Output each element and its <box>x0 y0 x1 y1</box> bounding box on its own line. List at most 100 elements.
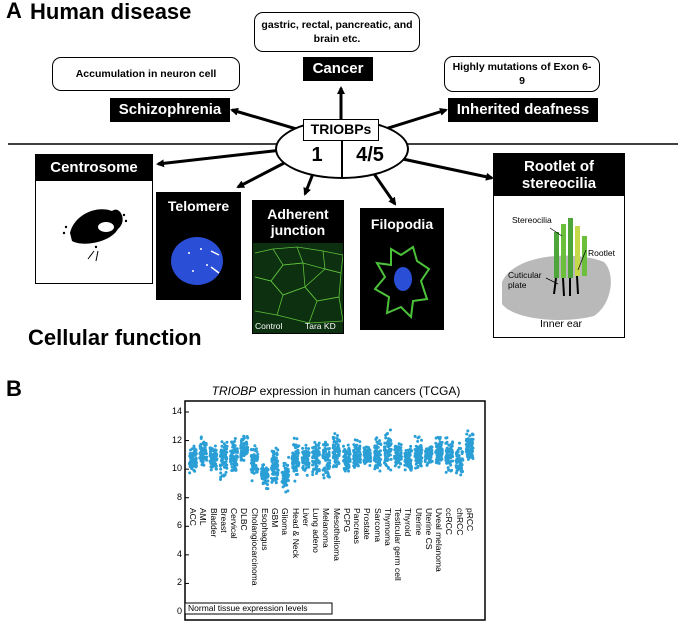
tara-kd-label: Tara KD <box>305 321 336 331</box>
data-point <box>233 439 237 443</box>
data-point <box>322 476 326 480</box>
data-point <box>271 462 275 466</box>
arrow-centrosome <box>156 148 283 168</box>
data-point <box>317 446 321 450</box>
data-point <box>321 473 325 477</box>
data-point <box>455 452 459 456</box>
data-point <box>424 449 428 453</box>
data-point <box>295 469 299 473</box>
data-point <box>469 447 473 451</box>
data-point <box>373 464 377 468</box>
data-point <box>335 463 339 467</box>
data-point <box>332 436 336 440</box>
data-point <box>202 463 206 467</box>
data-point <box>344 449 348 453</box>
data-point <box>362 460 366 464</box>
data-point <box>317 441 321 445</box>
data-point <box>204 456 208 460</box>
data-point <box>284 490 288 494</box>
data-point <box>192 457 196 461</box>
data-point <box>293 479 297 483</box>
data-point <box>346 462 350 466</box>
data-point <box>234 460 238 464</box>
data-point <box>355 438 359 442</box>
normal-level-box <box>184 602 333 615</box>
inner-ear-label: Inner ear <box>540 318 583 330</box>
data-point <box>457 441 461 445</box>
data-point <box>346 459 350 463</box>
data-point <box>378 463 382 467</box>
telomere-illustration <box>171 237 223 285</box>
data-point <box>399 443 403 447</box>
data-point <box>325 452 329 456</box>
data-point <box>242 435 246 439</box>
category-points <box>300 443 311 477</box>
data-point <box>454 471 458 475</box>
data-point <box>294 466 298 470</box>
data-point <box>283 481 287 485</box>
data-point <box>356 464 360 468</box>
category-points <box>393 442 403 469</box>
data-point <box>356 446 360 450</box>
data-point <box>376 455 380 459</box>
rootlet-label: Rootlet of stereocilia <box>494 154 624 196</box>
chart-title-gene: TRIOBP <box>211 384 257 398</box>
data-point <box>438 436 442 440</box>
category-points <box>321 440 332 480</box>
y-tick-label: 4 <box>176 548 182 559</box>
data-point <box>389 468 393 472</box>
y-tick-label: 8 <box>176 491 182 502</box>
cancer-note-box: gastric, rectal, pancreatic, and brain e… <box>254 12 420 52</box>
category-points <box>259 463 270 491</box>
data-point <box>418 456 422 460</box>
adherent-junction-label: Adherent junction <box>253 201 343 243</box>
data-point <box>304 466 308 470</box>
data-point <box>379 442 383 446</box>
data-point <box>354 446 358 450</box>
data-point <box>275 466 279 470</box>
data-point <box>283 474 287 478</box>
rootlet-panel: Rootlet of stereocilia Stereocilia Rootl… <box>493 153 625 338</box>
data-point <box>307 463 311 467</box>
data-point <box>293 456 297 460</box>
data-point <box>344 451 348 455</box>
data-point <box>316 460 320 464</box>
adherent-junction-illustration <box>254 246 343 324</box>
data-point <box>295 463 299 467</box>
data-point <box>192 462 196 466</box>
category-label: Cervical <box>229 508 239 539</box>
data-point <box>307 451 311 455</box>
data-point <box>314 463 318 467</box>
data-point <box>437 461 441 465</box>
data-point <box>253 458 257 462</box>
data-point <box>440 440 444 444</box>
data-point <box>377 457 381 461</box>
category-label: Bladder <box>208 508 219 538</box>
data-point <box>322 443 326 447</box>
data-point <box>403 463 407 467</box>
data-point <box>214 467 218 471</box>
data-point <box>311 473 315 477</box>
data-point <box>291 461 295 465</box>
category-label: Thyroid <box>403 508 414 537</box>
category-points <box>362 445 373 467</box>
data-point <box>364 457 368 461</box>
data-point <box>461 458 465 462</box>
data-point <box>408 453 412 457</box>
data-point <box>426 451 430 455</box>
data-point <box>311 463 315 467</box>
data-point <box>352 443 356 447</box>
data-point <box>270 467 274 471</box>
category-points <box>239 434 250 462</box>
data-point <box>423 460 427 464</box>
data-point <box>378 439 382 443</box>
data-point <box>219 467 223 471</box>
data-point <box>413 448 417 452</box>
data-point <box>352 456 356 460</box>
data-point <box>385 458 389 462</box>
data-point <box>331 451 335 455</box>
data-point <box>373 467 377 471</box>
data-point <box>323 455 327 459</box>
data-point <box>388 444 392 448</box>
data-point <box>270 449 274 453</box>
